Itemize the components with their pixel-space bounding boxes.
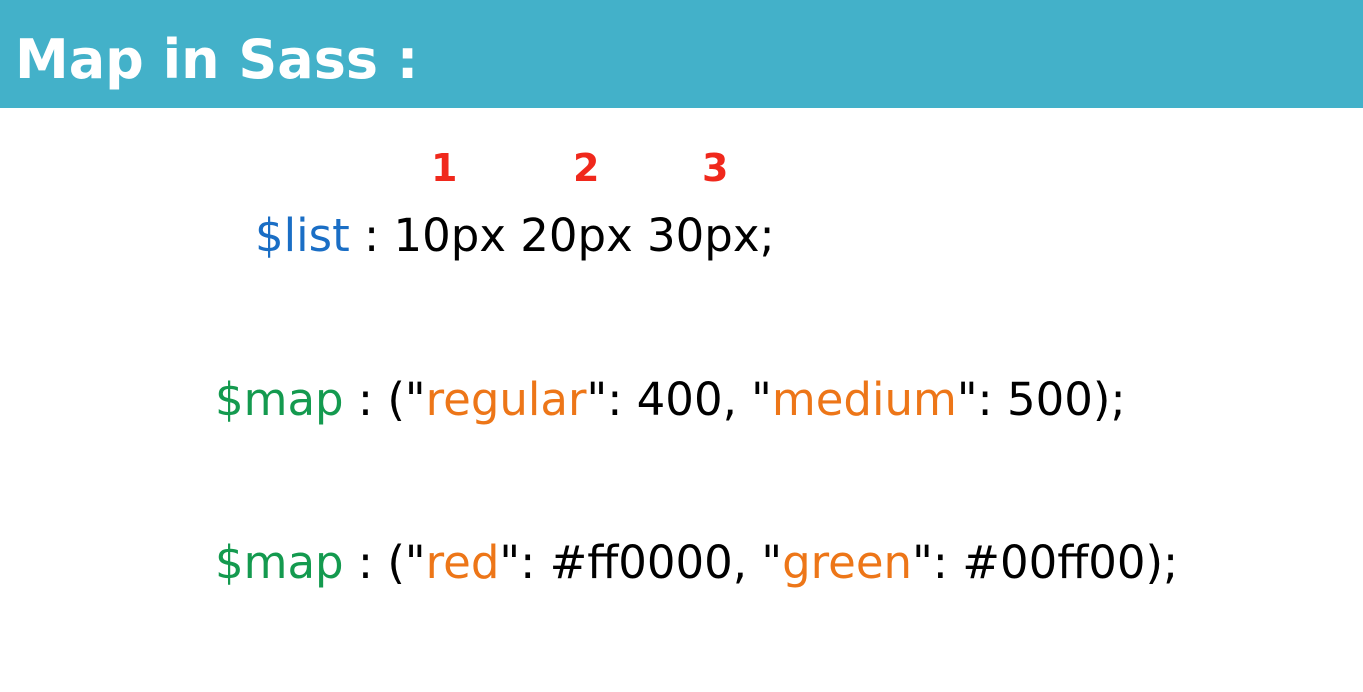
- map-key: regular: [425, 373, 587, 426]
- map-key: green: [782, 536, 913, 589]
- page-title: Map in Sass :: [15, 28, 419, 91]
- title-bar: Map in Sass :: [0, 0, 1363, 108]
- map-punct: : (": [343, 536, 426, 589]
- map-key: medium: [771, 373, 957, 426]
- map-value: ": #00ff00);: [912, 536, 1179, 589]
- list-values: : 10px 20px 30px;: [349, 209, 775, 262]
- map-declaration-colors: $map : ("red": #ff0000, "green": #00ff00…: [215, 533, 1178, 593]
- list-variable: $list: [255, 209, 350, 262]
- map-value: ": #ff0000, ": [499, 536, 783, 589]
- list-index-3: 3: [702, 146, 729, 190]
- list-index-2: 2: [573, 146, 600, 190]
- list-declaration: $list : 10px 20px 30px;: [255, 206, 775, 266]
- map-variable: $map: [215, 373, 344, 426]
- map-variable: $map: [215, 536, 344, 589]
- map-value: ": 400, ": [586, 373, 772, 426]
- map-value: ": 500);: [956, 373, 1126, 426]
- map-key: red: [425, 536, 500, 589]
- map-declaration-weights: $map : ("regular": 400, "medium": 500);: [215, 370, 1126, 430]
- list-index-1: 1: [431, 146, 458, 190]
- map-punct: : (": [343, 373, 426, 426]
